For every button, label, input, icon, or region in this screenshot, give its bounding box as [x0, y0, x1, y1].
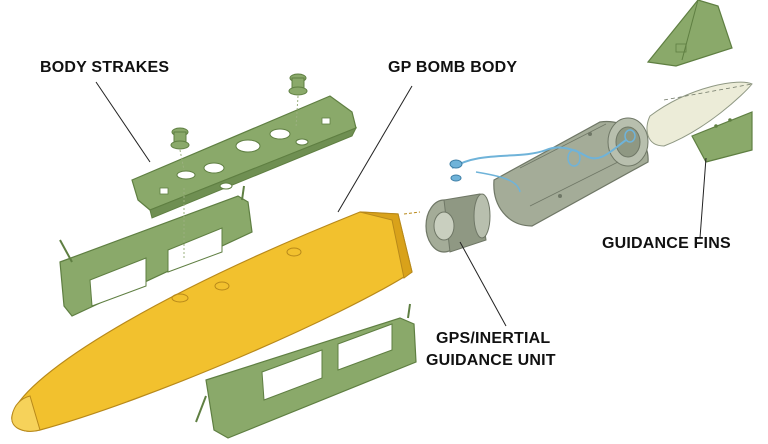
top-guidance-fin — [646, 0, 733, 67]
label-gps-inertial-guidance-unit: GPS/INERTIAL GUIDANCE UNIT — [426, 328, 556, 372]
left-body-strake — [59, 185, 253, 317]
leader-gp-bomb-body — [337, 85, 413, 213]
wire-harness — [449, 129, 636, 193]
label-gps-inertial-line1: GPS/INERTIAL — [436, 330, 551, 347]
label-guidance-fins: GUIDANCE FINS — [602, 235, 731, 252]
label-gp-bomb-body: GP BOMB BODY — [388, 59, 518, 76]
gps-inertial-unit — [425, 193, 491, 253]
leader-gps-inertial — [459, 241, 507, 327]
label-gps-inertial-line2: GUIDANCE UNIT — [426, 352, 556, 369]
gp-bomb-body — [11, 211, 421, 432]
leader-guidance-fins — [699, 157, 707, 239]
bottom-body-strake — [195, 303, 417, 439]
label-body-strakes: BODY STRAKES — [40, 59, 170, 76]
guidance-fins-assembly — [646, 81, 753, 163]
leader-body-strakes — [95, 81, 151, 163]
leader-lines — [95, 81, 707, 327]
upper-body-strake — [131, 73, 358, 219]
